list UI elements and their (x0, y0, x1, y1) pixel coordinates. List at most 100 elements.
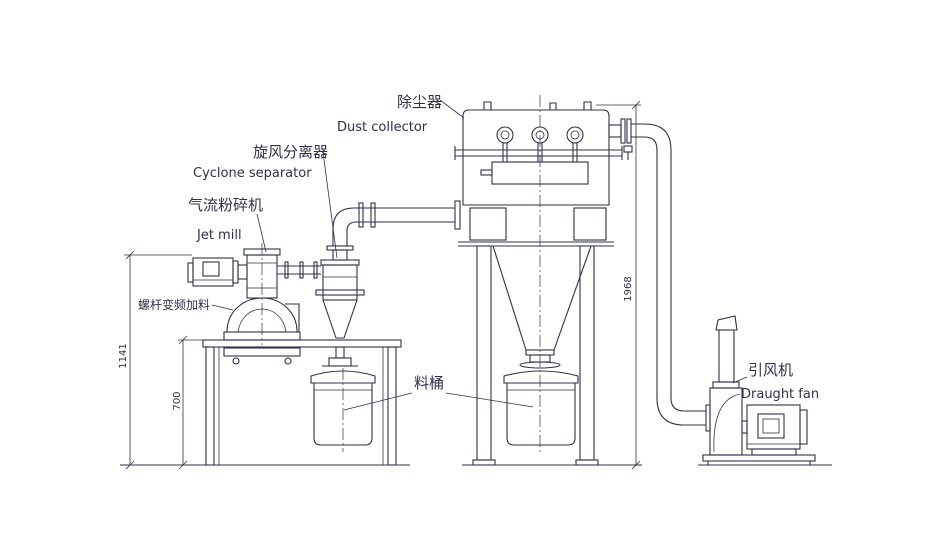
bucket-label-cn: 料桶 (414, 374, 444, 392)
pulse-valve-core (570, 130, 580, 140)
fan-motor-end-cap (799, 409, 808, 445)
pulse-valve-body (566, 126, 584, 144)
jet-mill (187, 243, 301, 365)
dimension-tick-top (178, 335, 188, 345)
feeder-label-cn: 螺杆变频加料 (138, 297, 210, 312)
table-leg-left (205, 346, 215, 466)
lifting-lug (583, 101, 592, 110)
dimension-mill-height: 1141 (118, 250, 192, 470)
cyclone-cylinder (322, 264, 358, 301)
pipe-flange (370, 202, 376, 228)
motor-flange (232, 260, 239, 284)
leader-fan (732, 376, 748, 384)
fan-motor-body (746, 404, 801, 450)
outlet-flange (620, 118, 626, 144)
motor-shaft-coupling (741, 420, 748, 434)
dust-collector-label-en: Dust collector (337, 120, 428, 135)
table-leg-right (387, 346, 397, 466)
table-top (202, 339, 402, 348)
leader-bucket-right (445, 392, 534, 408)
bucket-lid (503, 370, 579, 384)
cyclone-discharge-tube (335, 346, 345, 359)
rotary-valve (328, 357, 352, 367)
fan-motor-foot (751, 448, 797, 456)
manifold-port (284, 357, 292, 365)
fan-base (702, 454, 816, 462)
hopper-left-wall (492, 245, 527, 351)
hopper-right-wall (553, 245, 592, 351)
mill-support-table (202, 339, 402, 466)
dimension-tick-top (125, 250, 135, 260)
outlet-flange (326, 245, 354, 251)
feeder-motor (187, 257, 248, 287)
fan-motor-terminal-box (757, 413, 785, 439)
cyclone-support-ring (315, 289, 365, 296)
lifting-lug (549, 102, 557, 110)
pipe-outer-wall (332, 207, 455, 246)
dimension-value-table-height: 700 (172, 391, 183, 410)
jet-mill-label-en: Jet mill (196, 228, 242, 243)
collector-leg-left (476, 245, 492, 461)
stack-flange (712, 381, 740, 389)
draught-fan (702, 315, 816, 465)
dimension-tick-bottom (178, 460, 188, 470)
terminal-box-cover (762, 418, 780, 434)
cyclone-cone (322, 299, 358, 339)
dust-collector (454, 95, 623, 466)
mill-to-cyclone-pipe (277, 261, 321, 279)
stack-cap (715, 315, 738, 331)
fan-label-en: Draught fan (741, 387, 819, 402)
collector-inlet-flange (454, 200, 461, 230)
labels: 除尘器 Dust collector 旋风分离器 Cyclone separat… (138, 93, 819, 402)
cyclone-to-collector-pipe (332, 200, 461, 246)
pipe-inner-wall (346, 221, 455, 246)
manifold-port (232, 357, 240, 365)
collector-leg-right (579, 245, 595, 461)
collector-housing (462, 109, 610, 206)
cyclone-separator (315, 245, 365, 367)
fan-casing (709, 387, 743, 456)
duct-damper (623, 145, 633, 153)
outlet-neck (332, 249, 348, 261)
fan-inlet-flange (705, 404, 711, 432)
leg-bracket-left (469, 207, 507, 241)
outlet-stub (608, 124, 622, 138)
dimension-tick-bottom (125, 460, 135, 470)
dimension-value-mill-height: 1141 (118, 343, 129, 368)
bucket-lid (310, 370, 376, 384)
dimension-tick-bottom (631, 460, 641, 470)
fan-scroll (713, 393, 741, 453)
cyclone-label-en: Cyclone separator (193, 166, 312, 181)
leader-jet-mill (256, 213, 267, 253)
leg-foot-left (472, 459, 496, 466)
leg-bracket-right (573, 207, 607, 241)
pulse-valve (496, 126, 514, 162)
dimension-table-height: 700 (172, 335, 205, 470)
nozzle-bracket (285, 303, 300, 332)
fan-label-cn: 引风机 (748, 361, 793, 379)
cyclone-top-flange (320, 259, 360, 266)
leader-bucket-left (343, 392, 413, 411)
cyclone-label-cn: 旋风分离器 (253, 143, 328, 161)
leader-cyclone (322, 151, 338, 259)
outlet-flange (626, 118, 632, 144)
pulse-valve (566, 126, 584, 162)
leader-feeder (211, 304, 234, 311)
leader-lines (211, 99, 748, 411)
bucket-body (506, 383, 576, 446)
pipe-flange (299, 261, 304, 279)
plenum-nozzle (480, 169, 493, 176)
collector-outlet-duct (608, 118, 706, 426)
screw-feeder-housing (237, 264, 248, 280)
dimension-tick-top (631, 100, 641, 110)
lifting-lug (483, 101, 492, 110)
pipe-flange (284, 261, 289, 279)
leg-foot-right (575, 459, 599, 466)
dimension-value-collector-height: 1968 (623, 276, 634, 301)
duct-outer-wall (631, 136, 706, 426)
material-bucket-right (503, 370, 579, 446)
material-bucket-left (310, 368, 376, 452)
jet-mill-label-cn: 气流粉碎机 (188, 196, 263, 214)
pulse-valve-core (500, 130, 510, 140)
